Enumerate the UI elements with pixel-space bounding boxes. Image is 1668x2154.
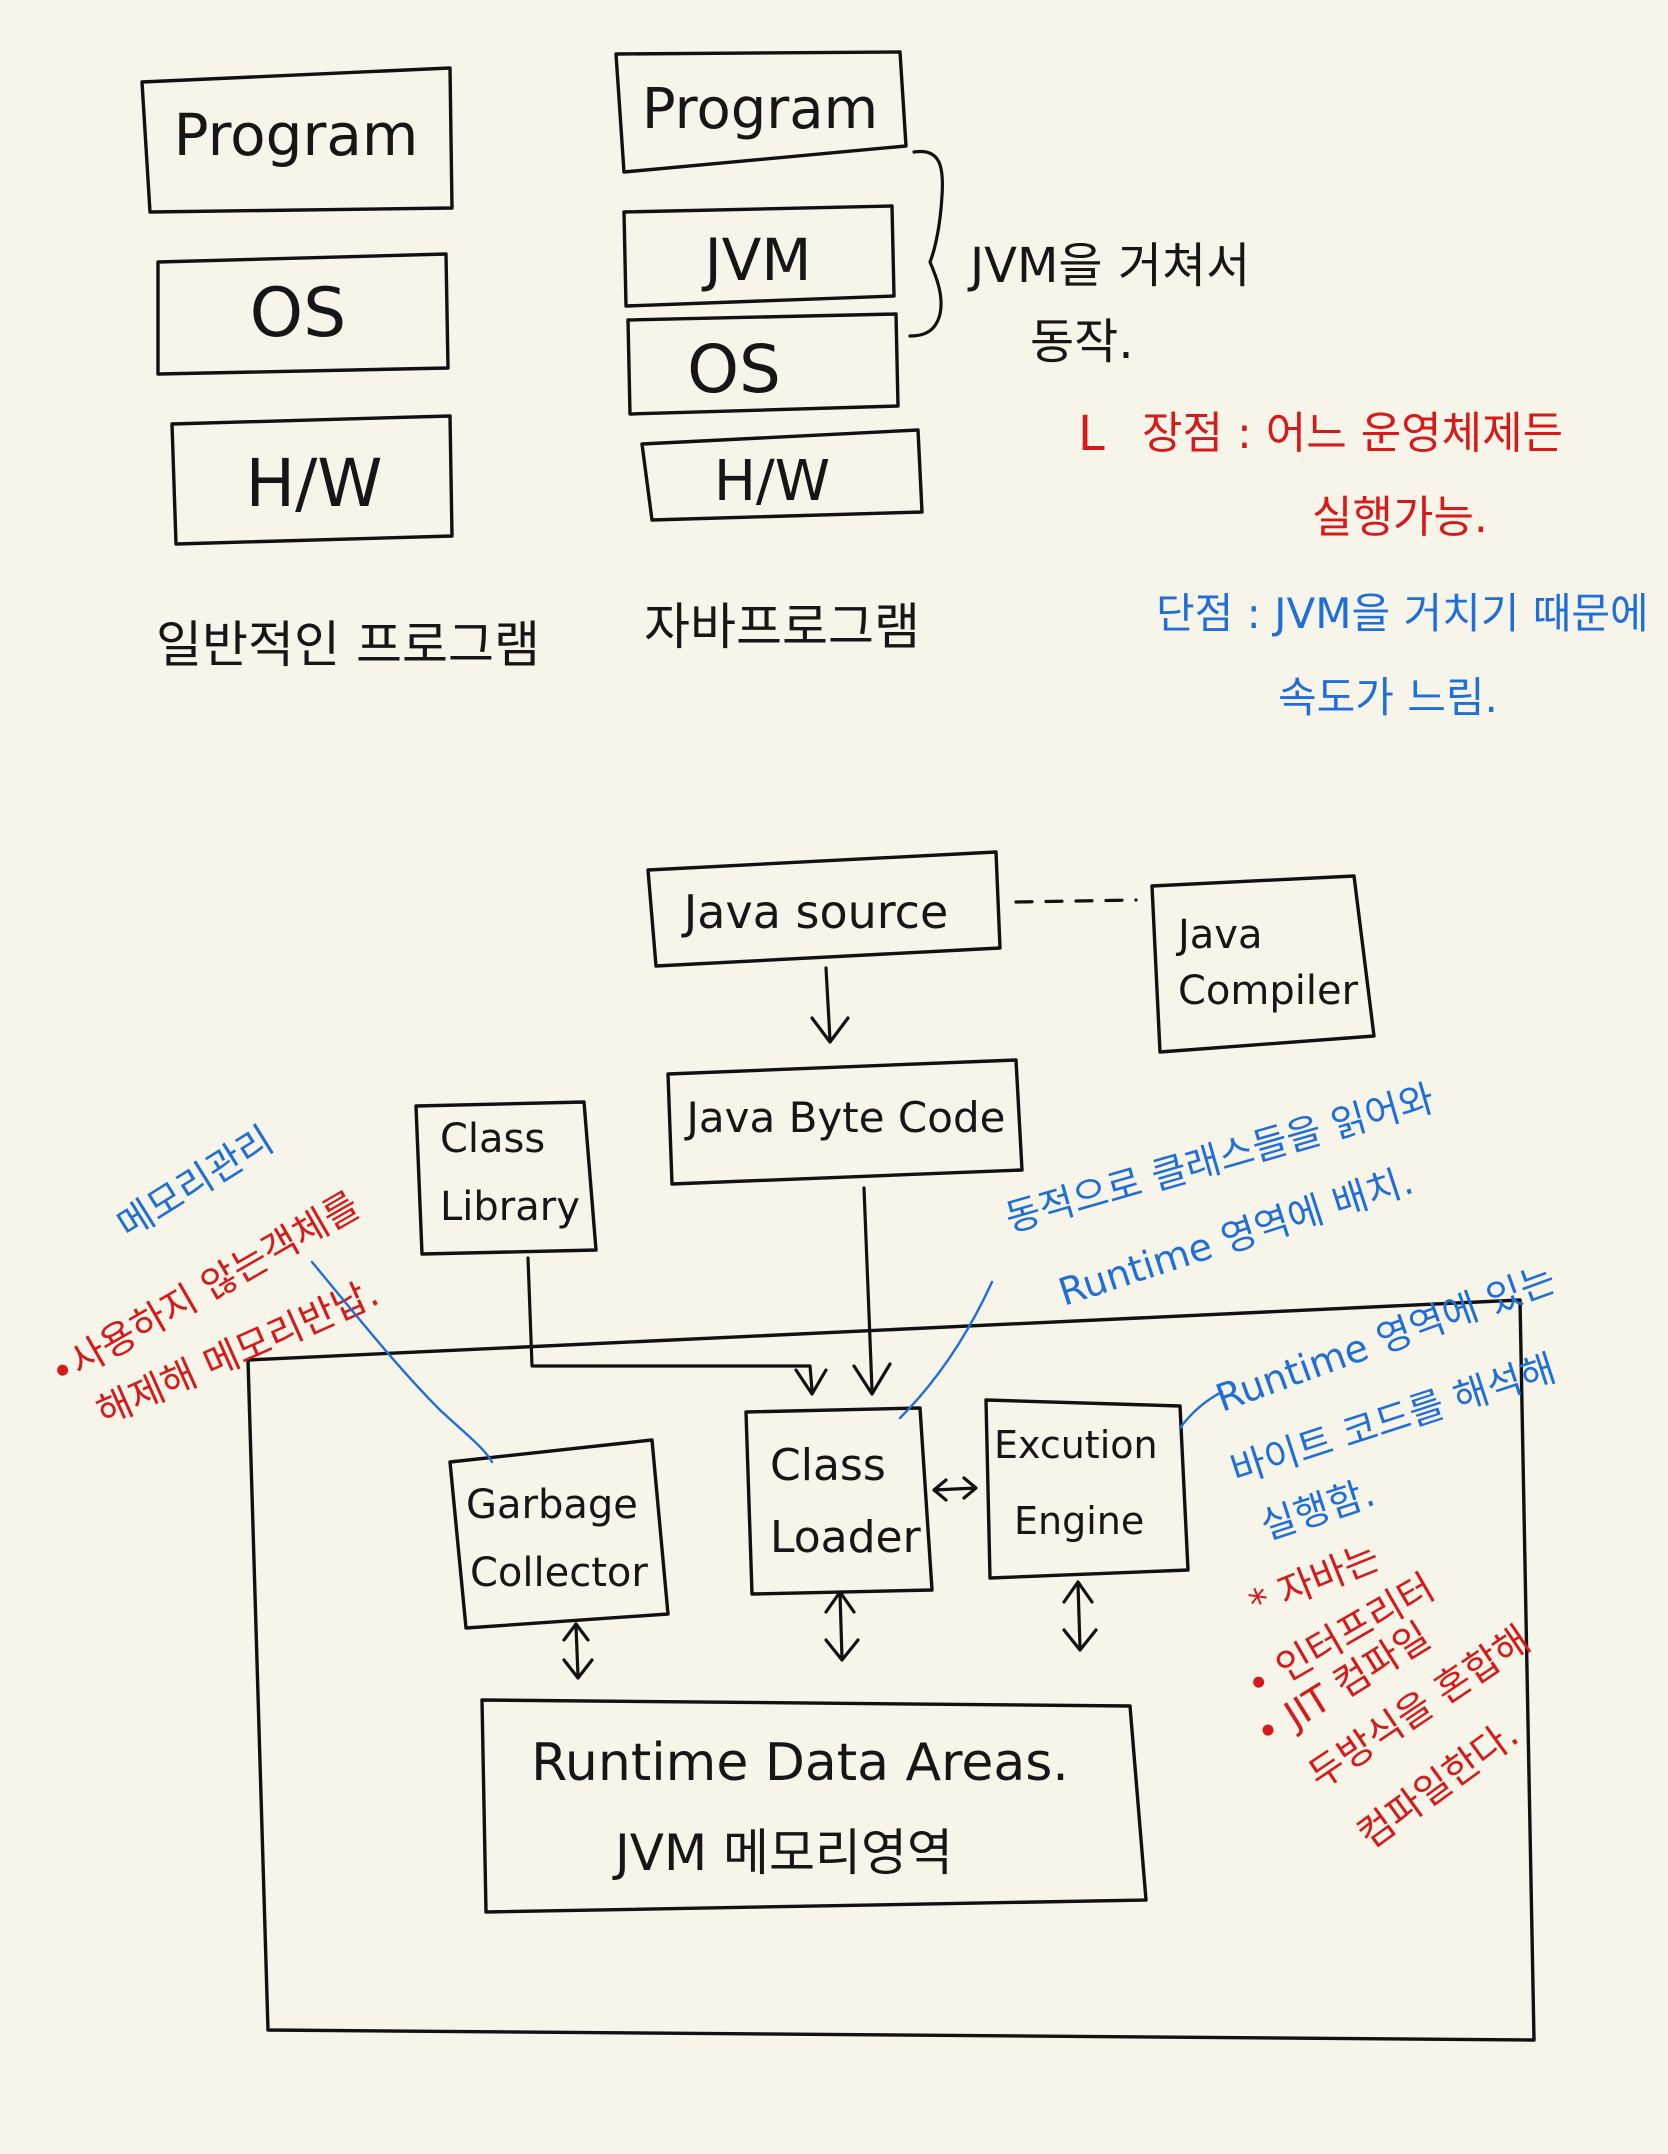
general-os-label: OS [250, 274, 347, 353]
general-os-box [156, 252, 450, 376]
bytecode-label: Java Byte Code [684, 1093, 1006, 1142]
java-stack-caption: 자바프로그램 [644, 598, 920, 656]
memory-mgmt-title: 메모리관리 [109, 1118, 281, 1248]
class-loader-box [744, 1406, 934, 1596]
bytecode-box [666, 1058, 1024, 1186]
source-compiler-dashed-link [1014, 898, 1138, 904]
loader-engine-double-arrow [932, 1476, 978, 1502]
engine-annotation-pointer [1178, 1390, 1224, 1430]
jvm-outer-box [246, 1298, 1536, 2042]
loader-runtime-double-arrow [824, 1590, 860, 1662]
advantage-line1: 장점 : 어느 운영체제든 [1142, 408, 1563, 459]
garbage-collector-box [448, 1438, 670, 1630]
jvm-notes: JVM을 거쳐서 동작. L 장점 : 어느 운영체제든 실행가능. 단점 : … [967, 238, 1649, 722]
java-jvm-box [622, 204, 896, 308]
general-hw-box [170, 414, 454, 546]
class-library-label-line1: Class [440, 1116, 545, 1162]
execution-engine-box [984, 1398, 1190, 1580]
java-os-box [626, 312, 900, 416]
execution-engine-label-line2: Engine [1014, 1499, 1144, 1543]
loader-annotation-pointer [898, 1280, 994, 1420]
general-program-box [140, 66, 454, 214]
java-source-box [646, 850, 1002, 968]
library-to-loader-connector [526, 1256, 828, 1396]
garbage-collector-label-line1: Garbage [466, 1482, 638, 1528]
execution-engine-label-line1: Excution [994, 1423, 1158, 1467]
general-program-label: Program [174, 101, 419, 169]
jvm-architecture: Java source Java Compiler Java Byte Code… [246, 850, 1536, 2042]
general-program-stack: Program OS H/W 일반적인 프로그램 [140, 66, 540, 674]
loader-note-line1: 동적으로 클래스들을 읽어와 [1000, 1076, 1439, 1241]
java-program-label: Program [642, 77, 878, 142]
class-loader-label-line1: Class [770, 1440, 886, 1491]
bytecode-to-loader-arrow [852, 1186, 892, 1396]
java-os-label: OS [687, 331, 781, 408]
java-hw-box [640, 428, 924, 522]
source-to-bytecode-arrow [810, 966, 850, 1044]
class-library-label-line2: Library [440, 1184, 580, 1230]
java-jvm-label: JVM [702, 226, 812, 294]
disadvantage-line2: 속도가 느림. [1278, 673, 1498, 722]
general-stack-caption: 일반적인 프로그램 [156, 616, 540, 674]
java-compiler-box [1150, 874, 1376, 1054]
java-program-stack: Program JVM OS H/W 자바프로그램 [614, 50, 945, 656]
jvm-note-line1: JVM을 거쳐서 [967, 238, 1250, 294]
class-library-box [414, 1100, 598, 1256]
runtime-data-areas-label-line2: JVM 메모리영역 [612, 1824, 953, 1882]
runtime-data-areas-box [480, 1698, 1148, 1914]
engine-runtime-double-arrow [1062, 1580, 1098, 1652]
class-loader-label-line2: Loader [770, 1512, 922, 1563]
gc-runtime-double-arrow [562, 1622, 594, 1680]
general-hw-label: H/W [245, 445, 382, 522]
java-program-box [614, 50, 908, 174]
gc-annotation-pointer [310, 1260, 494, 1464]
advantage-line2: 실행가능. [1312, 492, 1488, 543]
runtime-data-areas-label-line1: Runtime Data Areas. [531, 1733, 1069, 1793]
disadvantage-line1: 단점 : JVM을 거치기 때문에 [1156, 589, 1649, 638]
jvm-note-line2: 동작. [1030, 314, 1134, 370]
java-compiler-label-line2: Compiler [1178, 968, 1359, 1014]
jvm-brace [908, 149, 945, 338]
advantage-bracket: L [1078, 406, 1105, 462]
java-source-label: Java source [681, 885, 949, 939]
java-hw-label: H/W [714, 449, 830, 514]
java-compiler-label-line1: Java [1175, 912, 1263, 958]
garbage-collector-label-line2: Collector [470, 1550, 648, 1596]
